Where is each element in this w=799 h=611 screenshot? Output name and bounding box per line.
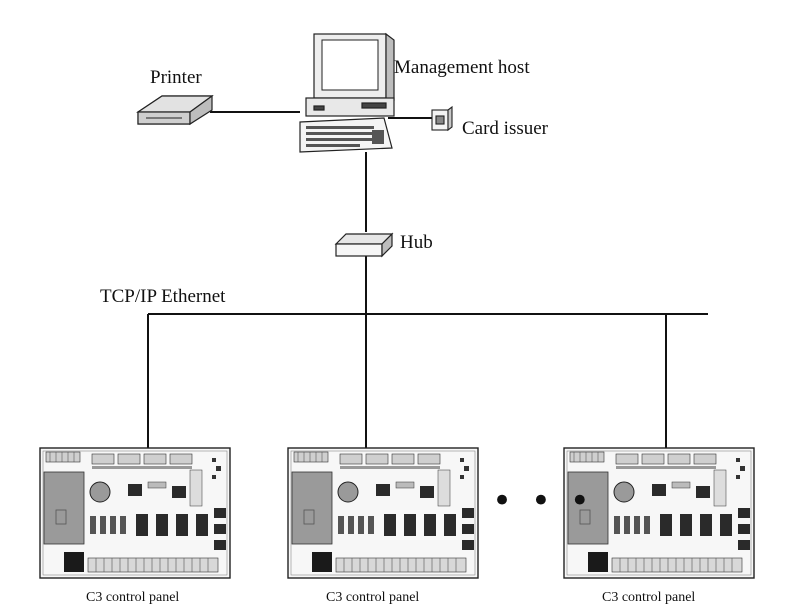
hub-label: Hub bbox=[400, 232, 433, 253]
panel-label-2: C3 control panel bbox=[326, 590, 420, 605]
network-label: TCP/IP Ethernet bbox=[100, 286, 226, 307]
card-issuer-icon bbox=[431, 105, 453, 132]
panel-label-1: C3 control panel bbox=[86, 590, 180, 605]
control-panel-board-2 bbox=[287, 447, 479, 579]
panel-label-3: C3 control panel bbox=[602, 590, 696, 605]
computer-icon bbox=[299, 32, 395, 153]
hub-icon bbox=[334, 232, 394, 258]
printer-icon bbox=[136, 94, 214, 126]
printer-label: Printer bbox=[150, 67, 202, 88]
more-panels-ellipsis: • • • bbox=[492, 481, 594, 521]
card-issuer-label: Card issuer bbox=[462, 118, 549, 139]
host-label: Management host bbox=[394, 57, 530, 78]
control-panel-board-1 bbox=[39, 447, 231, 579]
